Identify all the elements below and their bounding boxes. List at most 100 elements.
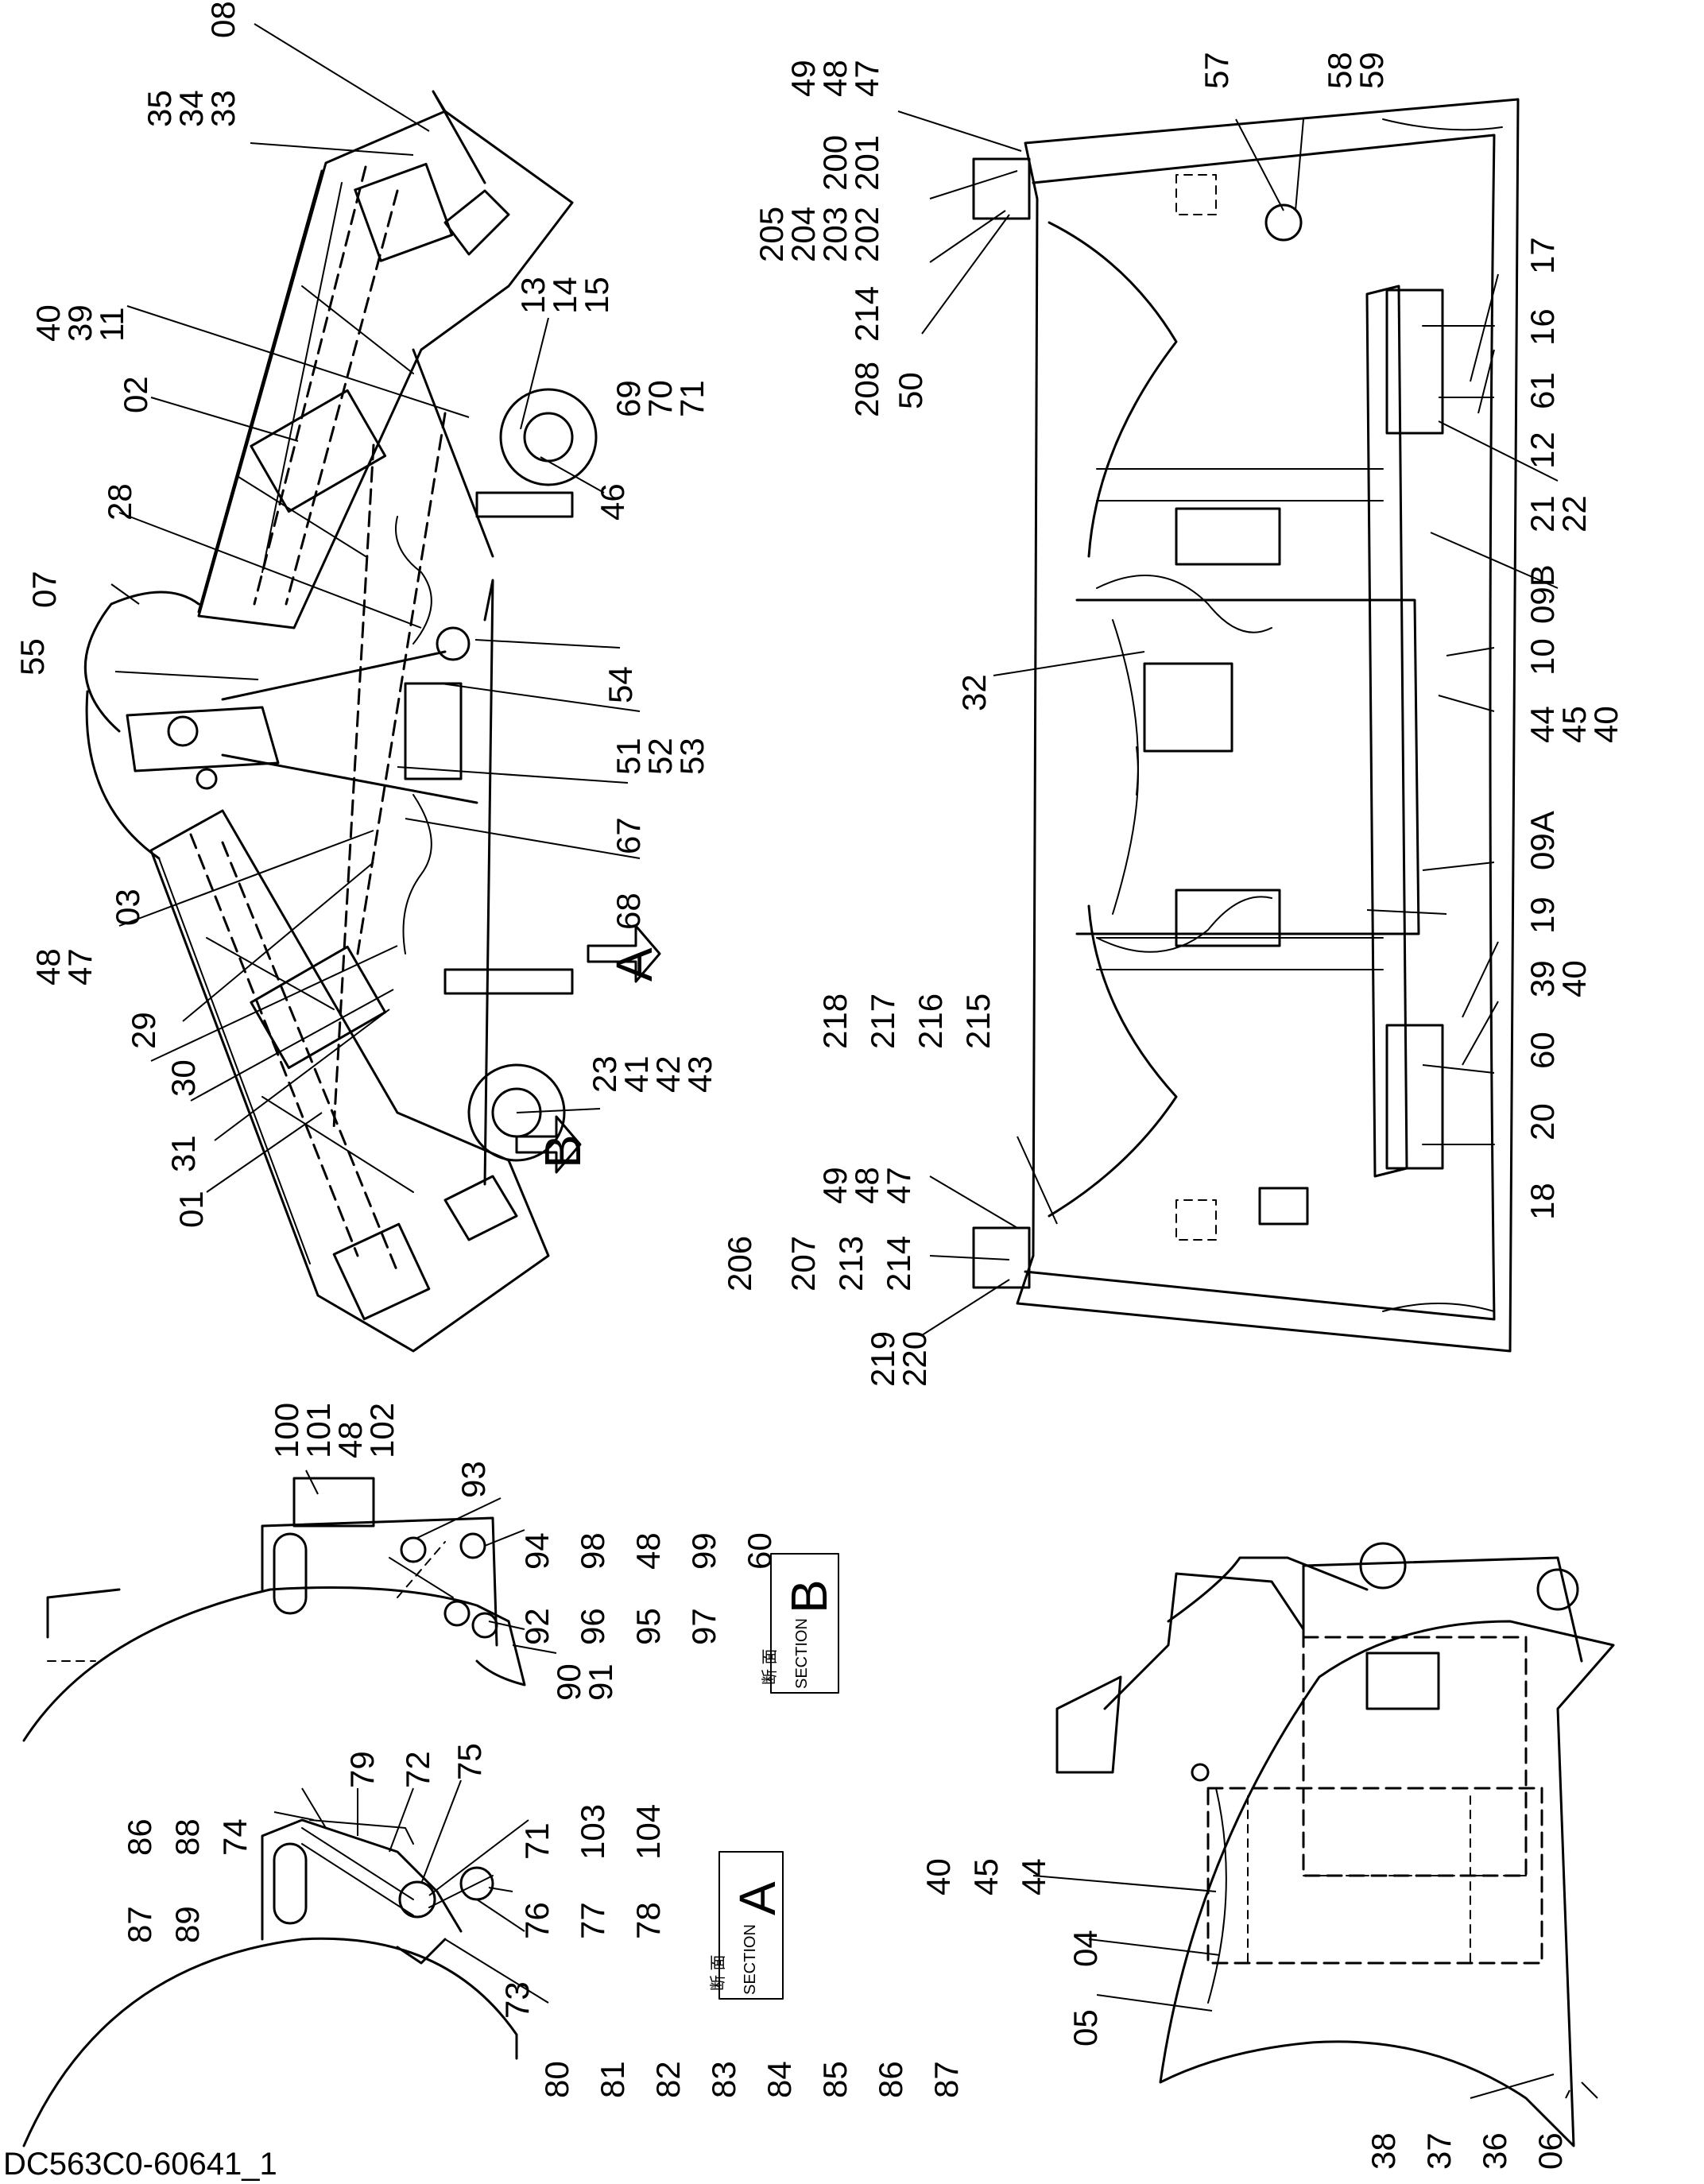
callout-200: 200 (816, 135, 854, 191)
section-a-title-block: A 断 面 SECTION (709, 1851, 786, 2000)
callout-35: 35 (141, 90, 178, 127)
callout-82: 82 (649, 2061, 687, 2098)
callout-17: 17 (1524, 237, 1561, 274)
callout-96: 96 (574, 1608, 611, 1645)
callout-206: 206 (721, 1236, 758, 1291)
lower-right-callouts: 40 45 44 04 05 38 37 36 06 (920, 1858, 1569, 2170)
callout-14: 14 (546, 277, 583, 314)
callout-32: 32 (955, 674, 993, 711)
callout-49: 49 (784, 60, 822, 97)
callout-13: 13 (514, 277, 552, 314)
callout-98: 98 (574, 1532, 611, 1570)
callout-33: 33 (204, 90, 242, 127)
callout-88: 88 (168, 1818, 206, 1856)
callout-71: 71 (518, 1822, 556, 1860)
callout-93: 93 (455, 1461, 492, 1498)
callout-53: 53 (673, 738, 711, 775)
callout-80: 80 (538, 2061, 575, 2098)
drawing-id: DC563C0-60641_1 (3, 2147, 277, 2182)
callout-31: 31 (165, 1135, 202, 1172)
callout-36: 36 (1476, 2132, 1513, 2170)
section-b-callouts: 100 101 48 102 93 94 98 48 99 60 92 96 9… (268, 1403, 778, 1701)
callout-46: 46 (594, 483, 631, 521)
callout-203: 203 (816, 207, 854, 262)
callout-48: 48 (331, 1421, 369, 1458)
callout-72: 72 (399, 1751, 436, 1788)
callout-102: 102 (363, 1403, 401, 1458)
callout-215: 215 (959, 993, 997, 1049)
section-b-view (22, 1477, 526, 1742)
callout-30: 30 (165, 1059, 202, 1097)
callout-16: 16 (1524, 308, 1561, 346)
callout-60: 60 (1524, 1032, 1561, 1069)
callout-77: 77 (574, 1902, 611, 1939)
callout-39b: 39 (1524, 960, 1561, 997)
callout-44: 44 (1015, 1858, 1052, 1896)
callout-101: 101 (300, 1403, 337, 1458)
section-a-title-frame (718, 1851, 784, 2000)
callout-52: 52 (641, 738, 679, 775)
blade-side-view (1055, 1542, 1615, 2147)
callout-204: 204 (784, 207, 822, 262)
callout-60: 60 (741, 1532, 778, 1570)
callout-104: 104 (629, 1804, 667, 1860)
callout-75: 75 (451, 1743, 488, 1780)
callout-18: 18 (1524, 1183, 1561, 1220)
callout-02: 02 (117, 376, 154, 413)
callout-74: 74 (216, 1818, 254, 1856)
callout-48b: 48 (848, 1167, 885, 1204)
callout-67: 67 (610, 817, 647, 854)
callout-34: 34 (172, 90, 210, 127)
callout-205: 205 (753, 207, 790, 262)
callout-84: 84 (761, 2061, 798, 2098)
callout-03: 03 (109, 889, 146, 926)
section-a-caption: SECTION (742, 1924, 759, 1995)
callout-59: 59 (1353, 52, 1390, 89)
callout-73: 73 (498, 1981, 536, 2019)
callout-40: 40 (920, 1858, 957, 1896)
callout-69: 69 (610, 380, 647, 417)
callout-51: 51 (610, 738, 647, 775)
callout-44: 44 (1524, 706, 1561, 743)
callout-79: 79 (343, 1751, 381, 1788)
callout-214: 214 (848, 286, 885, 342)
callout-207: 207 (784, 1236, 822, 1291)
upper-left-callouts: 08 35 34 33 40 39 11 13 14 15 02 69 70 7… (14, 1, 718, 1228)
upper-right-leaders (897, 110, 1559, 1336)
callout-91: 91 (582, 1663, 619, 1701)
callout-219: 219 (864, 1331, 901, 1387)
callout-87: 87 (121, 1906, 158, 1943)
callout-83: 83 (705, 2061, 742, 2098)
callout-23: 23 (586, 1055, 623, 1093)
callout-40b: 40 (1587, 706, 1625, 743)
callout-04: 04 (1067, 1930, 1104, 1967)
callout-29: 29 (125, 1012, 162, 1049)
callout-61: 61 (1524, 372, 1561, 409)
upper-right-callouts: 49 48 47 57 58 59 200 201 205 204 203 20… (721, 52, 1625, 1387)
callout-09a: 09A (1524, 811, 1561, 870)
callout-90: 90 (550, 1663, 587, 1701)
callout-86b: 86 (872, 2061, 909, 2098)
callout-45: 45 (1555, 706, 1593, 743)
callout-57: 57 (1198, 52, 1235, 89)
callout-55: 55 (14, 638, 51, 676)
callout-22: 22 (1555, 495, 1593, 532)
callout-100: 100 (268, 1403, 305, 1458)
callout-48: 48 (816, 60, 854, 97)
callout-21: 21 (1524, 495, 1561, 532)
section-b-leaders (305, 1470, 557, 1654)
callout-40c: 40 (1555, 960, 1593, 997)
callout-15: 15 (578, 277, 615, 314)
callout-208: 208 (848, 362, 885, 417)
callout-48b: 48 (629, 1532, 667, 1570)
upper-left-leaders (110, 23, 641, 1193)
callout-213: 213 (832, 1236, 869, 1291)
callout-20: 20 (1524, 1103, 1561, 1140)
blade-front-view: A B (83, 90, 663, 1353)
callout-71: 71 (673, 380, 711, 417)
callout-70: 70 (641, 380, 679, 417)
section-b-kanji: 断 面 (761, 1648, 779, 1685)
callout-41: 41 (618, 1055, 655, 1093)
callout-47: 47 (848, 60, 885, 97)
callout-05: 05 (1067, 2009, 1104, 2047)
